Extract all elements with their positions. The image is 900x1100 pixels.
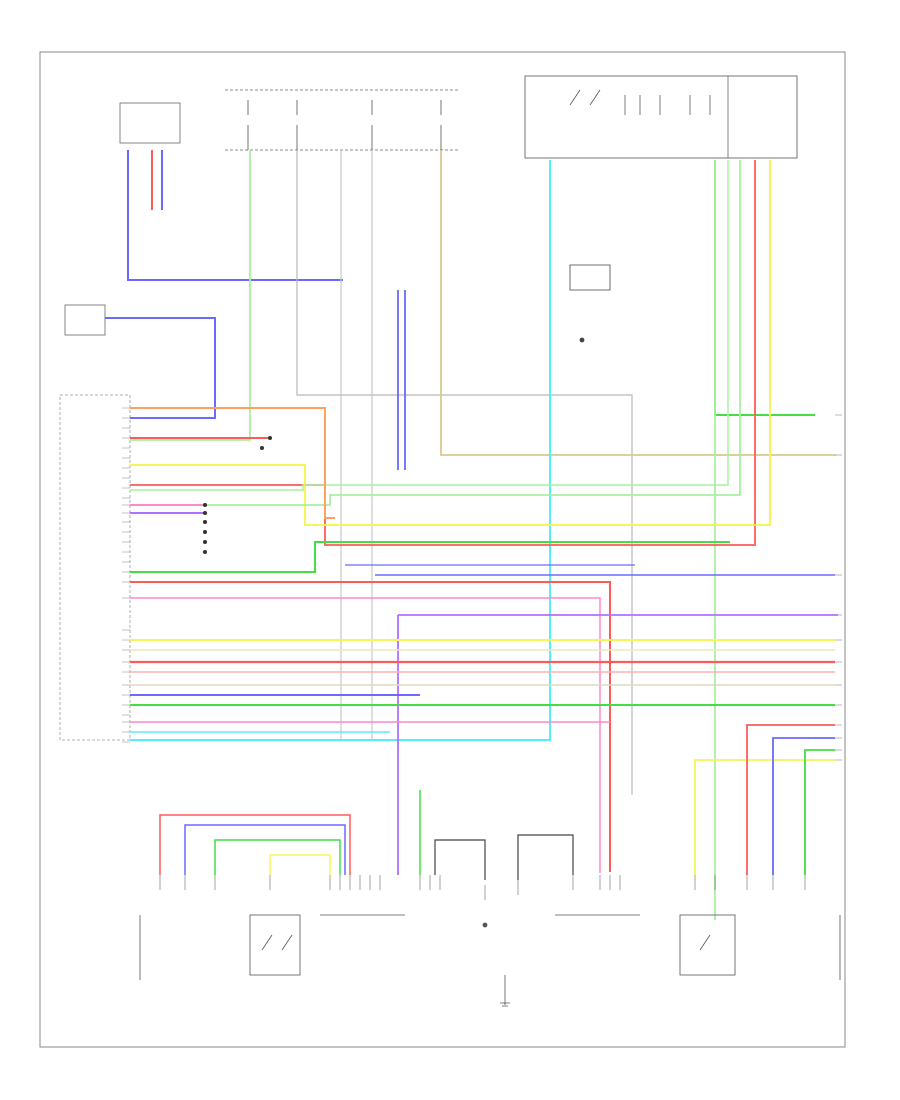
ground-junction <box>569 264 611 343</box>
main-control-unit <box>59 394 131 741</box>
top-right-relay-box <box>524 75 798 159</box>
wire-tan-fuse4 <box>440 150 836 456</box>
bottom-right-component <box>679 914 841 980</box>
wire-light-green-fuse1 <box>130 150 251 441</box>
relay-contacts <box>569 89 711 115</box>
wire-blue-top-left <box>105 150 343 419</box>
wire-red-relay-right <box>130 160 756 546</box>
wire-grey-bottom-mid2 <box>517 834 574 880</box>
top-left-module <box>119 102 181 144</box>
wire-grey-bottom-mid <box>434 839 486 880</box>
bottom-ground-component <box>482 922 510 1007</box>
bottom-left-component <box>139 914 301 980</box>
wire-cyan <box>130 160 551 741</box>
wire-yellow-bottom-left <box>269 854 331 875</box>
wire-green-mid <box>130 541 730 573</box>
diagram-border <box>39 51 846 1048</box>
wire-yellow-relay-right <box>130 160 771 526</box>
right-edge-terminals <box>835 414 842 761</box>
fuse-group <box>247 100 442 150</box>
wire-yellow-right-bottom <box>694 759 835 875</box>
splice-points <box>203 436 272 554</box>
wire-green-relay <box>130 160 741 506</box>
wire-green-right-bottom <box>804 749 835 875</box>
wire-green-bottom-left <box>214 839 341 875</box>
connector-pins-bottom <box>159 875 806 900</box>
wire-orange <box>130 407 335 519</box>
connector-pins-main <box>122 407 130 743</box>
wire-red-lower-mid <box>130 581 611 872</box>
wire-blue-bottom-left <box>184 824 346 875</box>
wire-green-relay-b <box>130 160 729 491</box>
wire-red-right-bottom <box>746 724 835 875</box>
wire-red-bottom-left <box>159 814 351 875</box>
front-module-header <box>64 304 106 336</box>
wire-blue-right-bottom <box>772 737 835 875</box>
wire-green-relay-right <box>714 160 815 416</box>
wire-red-lower-mid2 <box>130 597 601 873</box>
wire-grey-fuse2 <box>296 150 633 795</box>
